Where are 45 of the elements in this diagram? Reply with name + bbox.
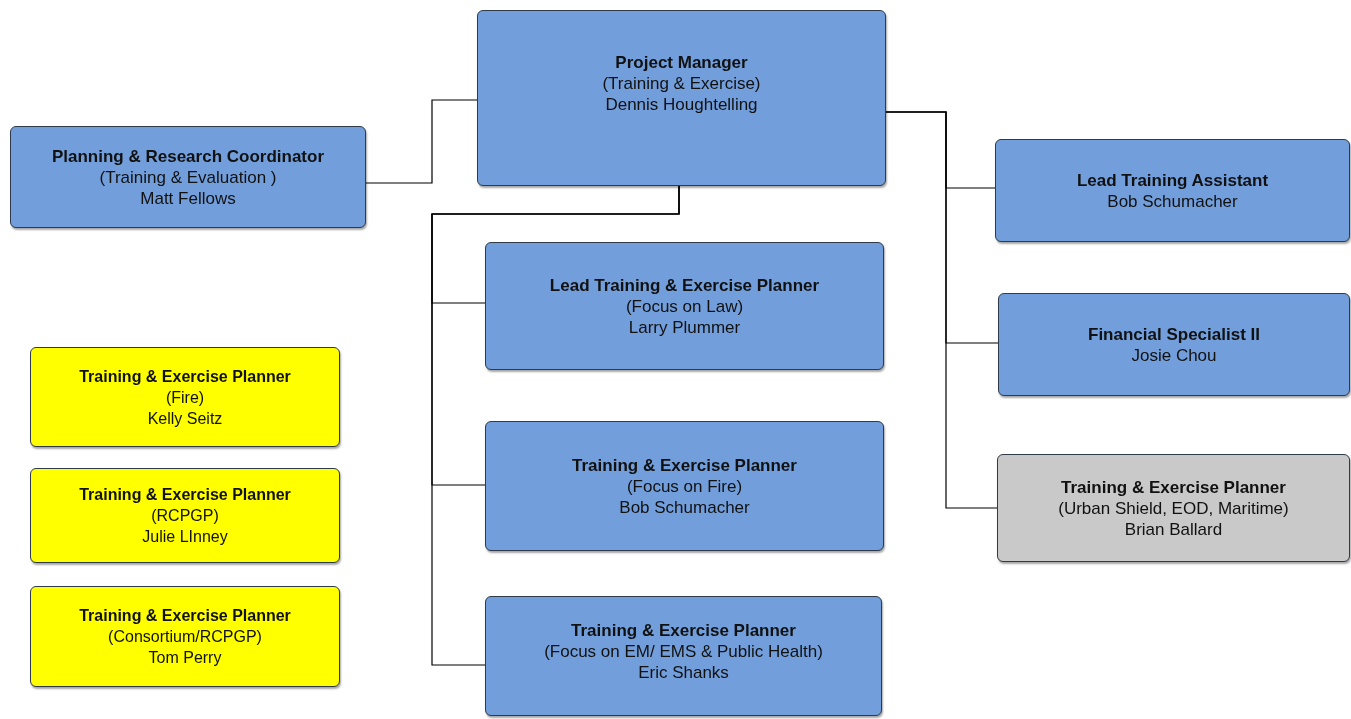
position-detail: (Focus on Fire) xyxy=(626,475,743,497)
position-detail: (Focus on EM/ EMS & Public Health) xyxy=(544,640,823,662)
position-detail: Tom Perry xyxy=(148,648,222,668)
position-box xyxy=(10,126,366,228)
position-detail: Bob Schumacher xyxy=(1107,190,1238,212)
position-title: Project Manager xyxy=(615,51,748,73)
position-detail: Josie Chou xyxy=(1131,344,1217,366)
position-title: Training & Exercise Planner xyxy=(572,454,797,476)
position-title: Training & Exercise Planner xyxy=(1061,476,1286,498)
position-title: Lead Training Assistant xyxy=(1076,169,1269,191)
position-title: Financial Specialist II xyxy=(1088,323,1260,345)
position-box xyxy=(995,139,1350,242)
position-detail: (Focus on Law) xyxy=(625,295,744,317)
connector-line xyxy=(365,99,478,184)
position-detail: (Training & Evaluation ) xyxy=(99,166,277,188)
position-title: Training & Exercise Planner xyxy=(79,606,291,626)
position-detail: (RCPGP) xyxy=(151,506,219,526)
position-title: Training & Exercise Planner xyxy=(79,485,291,505)
position-detail: Julie LInney xyxy=(142,527,228,547)
position-box xyxy=(30,347,340,447)
position-title: Training & Exercise Planner xyxy=(571,619,796,641)
position-detail: Brian Ballard xyxy=(1124,518,1223,540)
position-detail: (Urban Shield, EOD, Maritime) xyxy=(1058,497,1289,519)
position-box xyxy=(30,586,340,687)
position-detail: (Training & Exercise) xyxy=(602,72,761,94)
position-title: Planning & Research Coordinator xyxy=(51,145,324,167)
connector-line xyxy=(885,111,998,509)
position-detail: (Fire) xyxy=(165,387,205,408)
position-box xyxy=(485,596,882,716)
position-box xyxy=(997,454,1350,562)
position-detail: Bob Schumacher xyxy=(619,496,750,518)
connector-line xyxy=(431,185,680,666)
position-detail: Larry Plummer xyxy=(628,316,741,338)
position-box xyxy=(998,293,1350,396)
position-box xyxy=(485,242,884,370)
position-box xyxy=(485,421,884,551)
position-detail: Kelly Seitz xyxy=(147,408,223,429)
position-box xyxy=(30,468,340,563)
position-title: Lead Training & Exercise Planner xyxy=(549,274,820,296)
position-box xyxy=(477,10,886,186)
position-detail: (Consortium/RCPGP) xyxy=(108,627,262,647)
position-title: Training & Exercise Planner xyxy=(79,366,291,387)
position-detail: Dennis Houghtelling xyxy=(605,93,758,115)
position-detail: Matt Fellows xyxy=(140,187,236,209)
position-detail: Eric Shanks xyxy=(638,661,729,683)
